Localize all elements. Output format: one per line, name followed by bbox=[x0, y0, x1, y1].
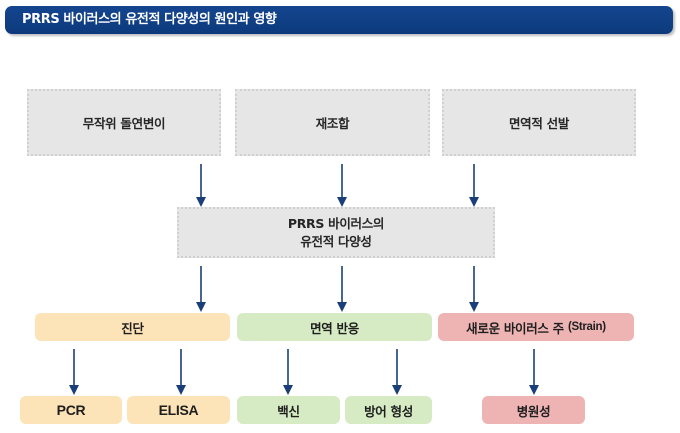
cause-random-mutation: 무작위 돌연변이 bbox=[27, 89, 221, 156]
cause-recombination: 재조합 bbox=[235, 89, 430, 156]
effect-diagnosis-label: 진단 bbox=[121, 320, 144, 336]
effect-new-strain: 새로운 바이러스 주 (Strain) bbox=[438, 313, 634, 341]
cause-recombination-label: 재조합 bbox=[315, 116, 350, 131]
effect-immune-response-label: 면역 반응 bbox=[310, 320, 359, 336]
detail-pathogenicity-label: 병원성 bbox=[516, 403, 551, 419]
detail-vaccine-label: 백신 bbox=[277, 403, 300, 419]
effect-new-strain-label: 새로운 바이러스 주 bbox=[466, 320, 564, 336]
detail-protection: 방어 형성 bbox=[345, 396, 432, 424]
detail-pcr: PCR bbox=[20, 396, 122, 424]
genetic-diversity-box: PRRS 바이러스의 유전적 다양성 bbox=[177, 207, 495, 258]
detail-pcr-label: PCR bbox=[56, 402, 86, 418]
detail-protection-label: 방어 형성 bbox=[364, 403, 413, 419]
detail-pathogenicity: 병원성 bbox=[482, 396, 585, 424]
cause-random-mutation-label: 무작위 돌연변이 bbox=[82, 116, 166, 131]
cause-immune-selection: 면역적 선발 bbox=[442, 89, 636, 156]
effect-diagnosis: 진단 bbox=[35, 313, 230, 341]
genetic-diversity-line2: 유전적 다양성 bbox=[300, 233, 372, 249]
detail-elisa: ELISA bbox=[127, 396, 230, 424]
genetic-diversity-line1: PRRS 바이러스의 bbox=[287, 215, 385, 231]
title-bar: PRRS 바이러스의 유전적 다양성의 원인과 영향 bbox=[5, 6, 673, 34]
cause-immune-selection-label: 면역적 선발 bbox=[508, 116, 570, 131]
detail-vaccine: 백신 bbox=[237, 396, 340, 424]
effect-immune-response: 면역 반응 bbox=[237, 313, 432, 341]
detail-elisa-label: ELISA bbox=[158, 402, 199, 418]
effect-new-strain-suffix: (Strain) bbox=[567, 321, 606, 333]
page-title: PRRS 바이러스의 유전적 다양성의 원인과 영향 bbox=[22, 12, 277, 27]
